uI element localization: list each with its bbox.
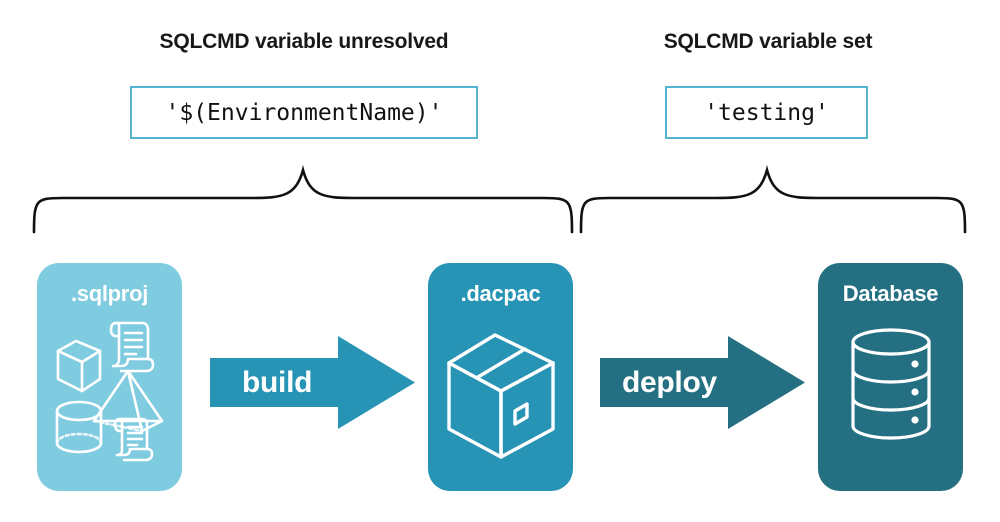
card-title-sqlproj: .sqlproj [70,281,149,306]
value-text-unresolved: '$(EnvironmentName)' [165,99,443,126]
group-heading-unresolved: SQLCMD variable unresolved [159,30,449,53]
card-title-dacpac: .dacpac [460,281,541,306]
arrow-deploy-icon [600,336,805,429]
card-sqlproj: .sqlproj [37,263,182,491]
card-database: Database [818,263,963,491]
arrow-build-label: build [242,365,313,399]
card-dacpac: .dacpac [428,263,573,491]
arrow-deploy: deploy [600,336,805,429]
card-title-database: Database [842,281,939,306]
pyramid-icon [92,369,163,433]
brace-left-icon [32,165,574,234]
value-box-set: 'testing' [665,86,868,139]
scroll-icon-top [109,321,154,373]
shapes-and-scripts-icon [55,321,163,462]
brace-right-icon [579,165,967,234]
arrow-build-icon [210,336,415,429]
value-box-unresolved: '$(EnvironmentName)' [130,86,478,139]
package-box-icon [446,333,555,459]
value-text-set: 'testing' [704,99,829,126]
cube-icon [56,339,101,393]
scroll-icon-bottom [113,417,153,462]
arrow-build: build [210,336,415,429]
cylinder-icon [55,400,102,454]
group-heading-set: SQLCMD variable set [663,30,873,53]
arrow-deploy-label: deploy [622,365,717,399]
database-cylinder-icon [850,328,931,440]
